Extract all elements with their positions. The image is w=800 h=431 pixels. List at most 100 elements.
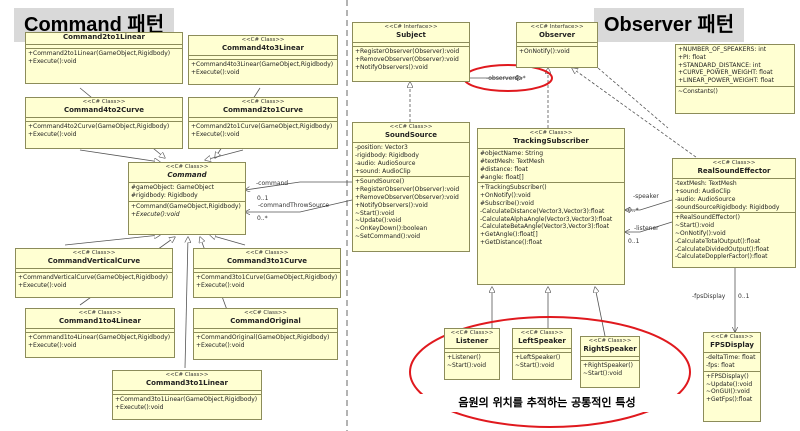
stereotype: <<C# Class>>: [241, 99, 285, 105]
attribute: +sound: AudioClip: [675, 188, 731, 196]
class-command4to3linear[interactable]: <<C# Class>> Command4to3Linear +Command4…: [188, 35, 338, 85]
class-leftspeaker[interactable]: <<C# Class>> LeftSpeaker +LeftSpeaker() …: [512, 328, 572, 380]
class-name: FPSDisplay: [710, 341, 754, 350]
stereotype: <<C# Class>>: [78, 310, 122, 316]
edge-label-throw: -commandThrowSource: [258, 202, 329, 209]
stereotype: <<C# Class>>: [529, 130, 573, 136]
stereotype: <<C# Interface>>: [384, 24, 438, 30]
command-associations: [245, 181, 353, 212]
class-name: SoundSource: [384, 131, 437, 140]
attribute: #objectName: String: [480, 150, 544, 158]
operation: -CalculateTotalOutput():float: [675, 237, 761, 245]
operation: ~Start():void: [515, 362, 555, 370]
stereotype: <<C# Class>>: [165, 164, 209, 170]
stereotype: <<C# Class>>: [245, 250, 289, 256]
attribute: -textMesh: TextMesh: [675, 180, 737, 188]
class-name: Command4to3Linear: [222, 44, 304, 53]
class-name: Subject: [396, 31, 426, 40]
stereotype: <<C# Class>>: [241, 37, 285, 43]
operation: +Command1to4Linear(GameObject,Rigidbody): [28, 334, 171, 342]
stereotype: <<C# Class>>: [82, 99, 126, 105]
interface-observer[interactable]: <<C# Interface>> Observer +OnNotify():vo…: [516, 22, 598, 68]
class-commandoriginal[interactable]: <<C# Class>> CommandOriginal +CommandOri…: [193, 308, 338, 360]
operation: ~Constants(): [678, 87, 718, 95]
operation: +Execute():void: [28, 342, 77, 350]
attribute: -rigidbody: Rigidbody: [355, 152, 419, 160]
edge-label-observers-mult: 0..*: [515, 75, 526, 82]
operation: ~OnNotify():void: [675, 230, 726, 238]
class-commandverticalcurve[interactable]: <<C# Class>> CommandVerticalCurve +Comma…: [15, 248, 173, 298]
edge-label-command-mult: 0..1: [257, 195, 269, 202]
operation: +Command2to1Linear(GameObject,Rigidbody): [28, 50, 171, 58]
operation: +RegisterObserver(Observer):void: [355, 48, 460, 56]
edge-label-throw-mult: 0..*: [257, 215, 268, 222]
edge-label-listener: -listener: [634, 225, 659, 232]
stereotype: <<C# Class>>: [165, 372, 209, 378]
operation: +RightSpeaker(): [583, 362, 633, 370]
subclasses-highlight: [409, 316, 691, 428]
class-trackingsubscriber[interactable]: <<C# Class>> TrackingSubscriber #objectN…: [477, 128, 625, 285]
operation: +Execute():void: [191, 69, 240, 77]
class-realsoundeffector[interactable]: <<C# Class>> RealSoundEffector -textMesh…: [672, 158, 796, 268]
operation: +Execute():void: [191, 131, 240, 139]
class-command3to1linear[interactable]: <<C# Class>> Command3to1Linear +Command3…: [112, 370, 262, 420]
interface-subject[interactable]: <<C# Interface>> Subject +RegisterObserv…: [352, 22, 470, 82]
stereotype: <<C# Class>>: [450, 330, 494, 336]
class-name: CommandVerticalCurve: [47, 257, 141, 266]
class-name: Command: [167, 171, 207, 180]
stereotype: <<C# Class>>: [520, 330, 564, 336]
operation: +Command3to1Curve(GameObject,Rigidbody): [196, 274, 338, 282]
operation: +RegisterObserver(Observer):void: [355, 186, 460, 194]
highlight-caption: 음원의 위치를 추적하는 공통적인 특성: [414, 394, 680, 412]
class-fpsdisplay[interactable]: <<C# Class>> FPSDisplay -deltaTime: floa…: [703, 332, 761, 422]
class-command2to1curve[interactable]: <<C# Class>> Command2to1Curve +Command2t…: [188, 97, 338, 149]
class-name: RightSpeaker: [583, 345, 637, 354]
operation: +Command4to3Linear(GameObject,Rigidbody): [191, 61, 334, 69]
operation: ~Update():void: [355, 217, 402, 225]
observer-edges: [410, 68, 735, 337]
edge-label-fps: -fpsDisplay: [692, 293, 726, 300]
class-rightspeaker[interactable]: <<C# Class>> RightSpeaker +RightSpeaker(…: [580, 336, 640, 388]
stereotype: <<C# Class>>: [389, 124, 433, 130]
class-command3to1curve[interactable]: <<C# Class>> Command3to1Curve +Command3t…: [193, 248, 341, 298]
class-command2to1linear-top[interactable]: Command2to1Linear +Command2to1Linear(Gam…: [25, 32, 183, 84]
stereotype: <<C# Class>>: [712, 160, 756, 166]
edge-label-speaker-mult: 0..*: [628, 207, 639, 214]
attribute: #gameObject: GameObject: [131, 184, 214, 192]
class-name: Command3to1Linear: [146, 379, 228, 388]
class-listener[interactable]: <<C# Class>> Listener +Listener() ~Start…: [444, 328, 500, 380]
attribute: -fps: float: [706, 362, 735, 370]
class-name: Command4to2Curve: [63, 106, 145, 115]
class-command-abstract[interactable]: <<C# Class>> Command #gameObject: GameOb…: [128, 162, 246, 235]
operation: +Command3to1Linear(GameObject,Rigidbody): [115, 396, 258, 404]
attribute: -audio: AudioSource: [675, 195, 736, 203]
class-name: RealSoundEffector: [697, 167, 771, 176]
operation: +Execute():void: [131, 210, 180, 218]
class-name: CommandOriginal: [230, 317, 301, 326]
class-soundsource[interactable]: <<C# Class>> SoundSource -position: Vect…: [352, 122, 470, 252]
class-command1to4linear[interactable]: <<C# Class>> Command1to4Linear +Command1…: [25, 308, 175, 358]
stereotype: <<C# Class>>: [710, 334, 754, 340]
attribute: #textMesh: TextMesh: [480, 158, 545, 166]
operation: +Execute():void: [18, 282, 67, 290]
operation: +NotifyObservers():void: [355, 63, 428, 71]
operation: ~Update():void: [706, 380, 753, 388]
class-command4to2curve[interactable]: <<C# Class>> Command4to2Curve +Command4t…: [25, 97, 183, 149]
attribute: +PI: float: [678, 53, 706, 61]
operation: +Execute():void: [196, 282, 245, 290]
operation: -CalculateDopplerFactor():float: [675, 253, 768, 261]
operation: +Execute():void: [115, 404, 164, 412]
operation: ~Start():void: [583, 370, 623, 378]
attribute: #angle: float[]: [480, 173, 524, 181]
attribute: #rigidbody: Rigidbody: [131, 192, 198, 200]
attribute: #distance: float: [480, 165, 528, 173]
operation: +OnNotify():void: [519, 48, 570, 56]
operation: +Execute():void: [196, 342, 245, 350]
operation: +Command2to1Curve(GameObject,Rigidbody): [191, 123, 333, 131]
stereotype: <<C# Class>>: [588, 338, 632, 344]
operation: #Subscribe():void: [480, 200, 534, 208]
class-constants[interactable]: +NUMBER_OF_SPEAKERS: int +PI: float +STA…: [675, 44, 795, 114]
observer-pattern-banner: Observer 패턴: [594, 8, 745, 42]
operation: -CalculateDividedOutput():float: [675, 245, 770, 253]
operation: ~Start():void: [355, 209, 395, 217]
